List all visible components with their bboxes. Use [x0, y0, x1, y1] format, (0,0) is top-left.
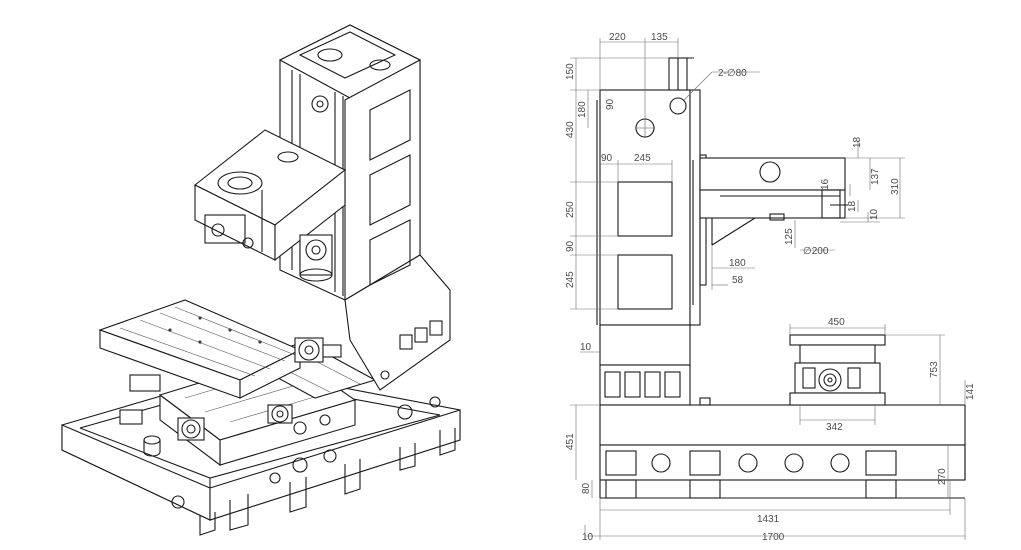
front-elevation-view: 220 135 2-∅80 150 180 90 430 90 245 250 … — [565, 32, 976, 543]
front-table-saddle — [690, 334, 910, 406]
dim-90-vertical-2: 90 — [565, 240, 576, 252]
dim-10-right: 10 — [869, 208, 880, 220]
dim-2-phi80: 2-∅80 — [718, 68, 747, 79]
dim-80: 80 — [581, 482, 592, 494]
dim-58: 58 — [732, 275, 744, 286]
dim-1431: 1431 — [757, 514, 780, 525]
dim-18-top: 18 — [852, 136, 863, 148]
dim-90-vertical: 90 — [605, 98, 616, 110]
dim-141: 141 — [965, 383, 976, 400]
worktable — [98, 299, 342, 399]
dim-137: 137 — [870, 168, 881, 185]
headstock — [193, 95, 347, 282]
dim-125: 125 — [784, 228, 795, 245]
dim-phi200: ∅200 — [803, 246, 829, 257]
dim-220: 220 — [609, 32, 626, 43]
dim-430: 430 — [565, 121, 576, 138]
dim-135: 135 — [651, 32, 668, 43]
dim-450: 450 — [828, 317, 845, 328]
dim-16: 16 — [820, 178, 831, 190]
dim-180-horizontal: 180 — [729, 258, 746, 269]
front-bed — [599, 404, 966, 499]
dim-245-vertical: 245 — [565, 271, 576, 288]
dimension-lines — [570, 38, 966, 540]
front-headstock — [699, 157, 848, 246]
dim-753: 753 — [929, 361, 940, 378]
dim-10-left: 10 — [580, 342, 592, 353]
dimension-labels: 220 135 2-∅80 150 180 90 430 90 245 250 … — [565, 32, 976, 543]
dim-1700: 1700 — [762, 532, 785, 543]
dim-245-horizontal: 245 — [634, 153, 651, 164]
dim-250: 250 — [565, 201, 576, 218]
dim-150: 150 — [565, 63, 576, 80]
column — [278, 24, 451, 391]
dim-90-horizontal: 90 — [601, 153, 613, 164]
isometric-machine-view — [61, 24, 461, 536]
dim-180-vertical: 180 — [577, 101, 588, 118]
dim-310: 310 — [890, 178, 901, 195]
dim-270: 270 — [937, 468, 948, 485]
front-column — [596, 57, 707, 406]
dim-451: 451 — [565, 433, 576, 450]
dim-18-bottom: 18 — [847, 200, 858, 212]
dim-342: 342 — [826, 422, 843, 433]
dim-10-bottom: 10 — [582, 532, 594, 543]
